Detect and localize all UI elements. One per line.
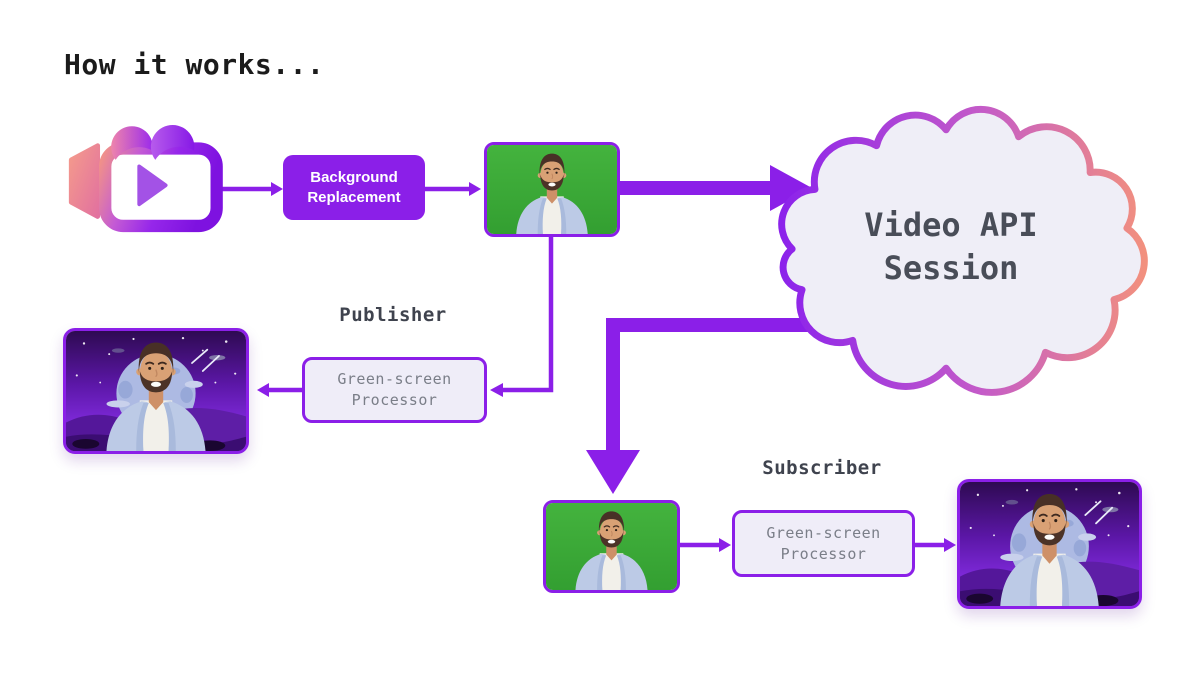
green-screen-video-thumbnail: [484, 142, 620, 237]
arrow-greenscreen-thumb-to-cloud: [620, 165, 812, 211]
background-replacement-label: Background Replacement: [307, 169, 401, 206]
arrow-subscriber-thumb-to-subscriber-processor: [680, 538, 731, 552]
publisher-green-screen-processor-node: Green-screen Processor: [302, 357, 487, 423]
subscriber-green-screen-processor-node: Green-screen Processor: [732, 510, 915, 577]
background-replacement-node: Background Replacement: [283, 155, 425, 220]
arrow-greenscreen-thumb-to-publisher-processor: [490, 237, 554, 397]
subscriber-output-video-thumbnail: [957, 479, 1142, 609]
publisher-label: Publisher: [339, 304, 447, 326]
arrow-cloud-to-subscriber-thumb: [586, 318, 868, 494]
subscriber-processor-label: Green-screen Processor: [766, 523, 881, 563]
publisher-output-video-thumbnail: [63, 328, 249, 454]
arrow-publisher-processor-to-output-thumb: [257, 383, 302, 397]
subscriber-label: Subscriber: [762, 457, 882, 479]
video-camera-icon: [68, 124, 223, 233]
page-title: How it works...: [64, 48, 325, 81]
video-api-session-cloud: [778, 105, 1148, 396]
cloud-label: Video API Session: [864, 206, 1038, 287]
publisher-processor-label: Green-screen Processor: [337, 370, 452, 409]
arrow-background-replacement-to-greenscreen-thumb: [425, 182, 481, 196]
subscriber-green-screen-video-thumbnail: [543, 500, 680, 593]
arrow-subscriber-processor-to-output-thumb: [915, 538, 956, 552]
